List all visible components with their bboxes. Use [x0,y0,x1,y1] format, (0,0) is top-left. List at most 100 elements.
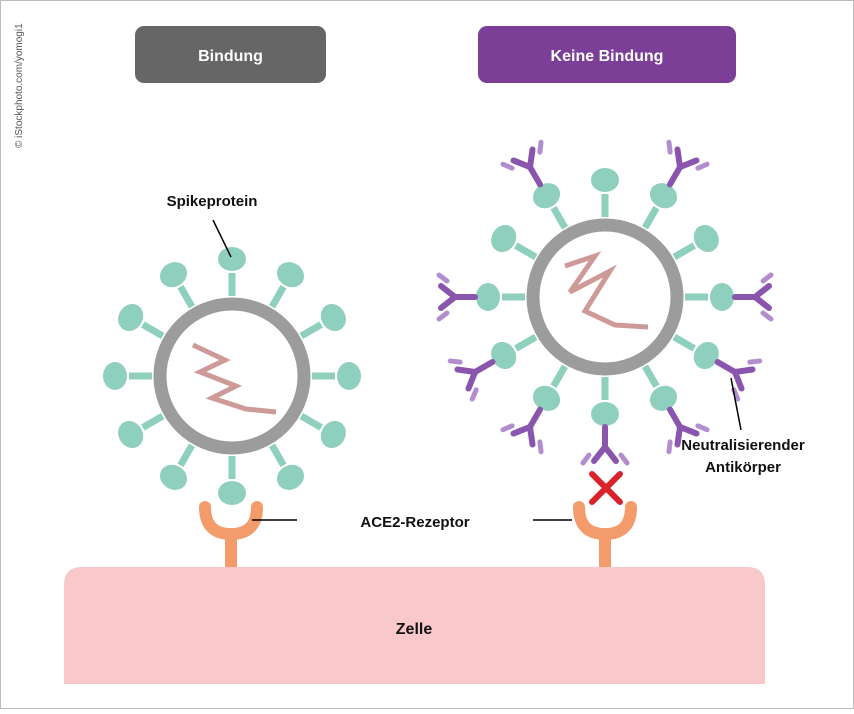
antibody-leader-line [730,377,742,431]
spike-head [337,362,361,390]
antibody-label-line2: Antikörper [705,459,781,476]
antibody-light-chain [747,358,763,365]
antibody-light-chain [618,452,630,466]
spike-protein [159,262,196,309]
antibody-stem [667,406,683,430]
neutralizing-antibody [666,139,710,188]
spike-stalk [299,321,323,340]
spike-stalk [141,412,165,431]
spike-head [320,420,346,449]
spike-stalk [177,443,196,467]
neutralizing-antibody [436,272,478,322]
antibody-light-chain [436,310,450,322]
spike-protein [159,443,196,490]
virus-right [476,168,734,426]
antibody-label-line1: Neutralisierender [681,437,805,454]
spike-stalk [514,333,538,352]
panel-label-left-bg [135,26,326,83]
spike-head [218,481,246,505]
spike-head [693,224,719,253]
neutralizing-antibody [447,358,496,402]
spike-protein [218,456,246,505]
spike-head [693,341,719,370]
spike-head [118,303,144,332]
antibody-stem [527,164,543,188]
spike-head [476,283,500,311]
spike-protein [299,303,346,340]
spike-head [320,303,346,332]
antibody-arm [591,444,608,464]
antibody-arm [752,294,772,311]
antibody-light-chain [760,272,774,284]
spike-protein [476,283,525,311]
antibody-stem [472,359,496,375]
spike-protein [118,303,165,340]
spike-protein [118,412,165,449]
viral-rna [564,251,649,330]
antibody-light-chain [695,161,710,171]
antibody-light-chain [500,161,515,171]
ace2-receptor-left [199,501,263,567]
neutralizing-antibody [500,139,544,188]
spike-stalk [550,364,569,388]
spike-stalk [268,285,287,309]
spike-head [276,464,305,490]
antibody-light-chain [666,439,673,455]
x-mark-icon [589,471,623,505]
antibody-arm [510,423,533,437]
spike-protein [312,362,361,390]
antibody-light-chain [731,387,741,402]
antibody-arm [677,157,700,171]
spike-head [276,262,305,288]
antibody-light-chain [537,439,544,455]
spike-head [491,224,517,253]
antibody-light-chain [695,423,710,433]
antibody-stem [527,406,543,430]
spike-stalk [177,285,196,309]
spike-protein [591,168,619,217]
spike-stalk [299,412,323,431]
cell [64,567,765,684]
credit-text: © iStockphoto.com/yomogi1 [14,23,25,148]
antibody-light-chain [469,387,479,402]
ace2-receptor-right [573,501,637,567]
spike-stalk [672,242,696,261]
spike-leader-line [212,219,232,258]
antibody-light-chain [436,272,450,284]
virus-capsid [526,218,684,376]
virus-capsid [153,297,311,455]
antibody-light-chain [666,139,673,155]
spike-protein [641,364,678,411]
antibody-arm [674,423,683,448]
spike-head [103,362,127,390]
spike-head [591,168,619,192]
panel-label-right-text: Keine Bindung [551,48,664,65]
spike-protein [299,412,346,449]
neutralizing-antibody [580,424,630,466]
spike-head [159,262,188,288]
antibody-arm [527,146,536,171]
receptor-label: ACE2-Rezeptor [360,514,469,531]
spike-head [649,183,678,209]
spike-head [491,341,517,370]
panel-label-right: Keine Bindung [478,26,736,83]
spike-stalk [514,242,538,261]
spike-head [118,420,144,449]
spike-protein [268,262,305,309]
spike-protein [532,364,569,411]
antibody-light-chain [760,310,774,322]
spike-head [532,183,561,209]
antibody-light-chain [537,139,544,155]
antibody-arm [438,283,458,300]
spike-stalk [141,321,165,340]
antibody-stem [667,164,683,188]
spike-head [159,464,188,490]
antibodies [436,139,774,466]
antibody-light-chain [447,358,463,365]
spike-protein [491,333,538,370]
spike-protein [218,247,246,296]
viral-rna [191,342,277,415]
panel-label-left: Bindung [135,26,326,83]
